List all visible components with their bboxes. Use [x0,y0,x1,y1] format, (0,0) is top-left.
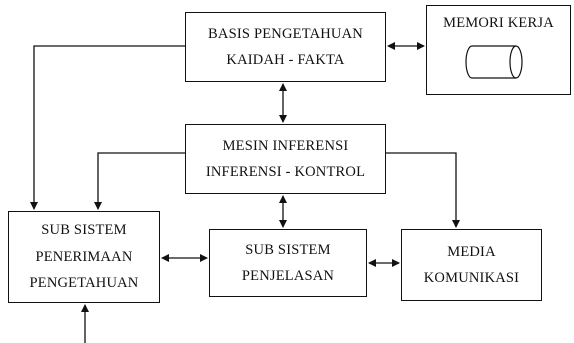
box-label-line: PENERIMAAN [35,248,133,265]
box-label-line: SUB SISTEM [245,241,331,258]
connector-basis-penerimaan [30,45,185,210]
box-memori-kerja: MEMORI KERJA [426,5,571,95]
box-label-line: MESIN INFERENSI [222,137,349,154]
connector-mesin-penerimaan [94,152,185,210]
box-label-line: PENGETAHUAN [29,275,139,292]
box-label-line: KOMUNIKASI [423,270,520,286]
box-mesin-inferensi: MESIN INFERENSI INFERENSI - KONTROL [185,124,386,194]
box-label-line: SUB SISTEM [41,222,127,239]
box-sub-sistem-penjelasan: SUB SISTEM PENJELASAN [209,229,367,297]
box-label-line: PENJELASAN [241,268,335,284]
box-sub-sistem-penerimaan: SUB SISTEM PENERIMAAN PENGETAHUAN [8,211,160,303]
cylinder-icon [465,45,523,79]
box-label-line: BASIS PENGETAHUAN [208,25,363,42]
box-label-line: KAIDAH - FAKTA [226,52,345,68]
box-label-line: MEMORI KERJA [443,15,554,31]
connector-mesin-media [386,152,460,228]
box-label-line: INFERENSI - KONTROL [205,164,366,180]
box-label-line: MEDIA [447,243,496,260]
box-basis-pengetahuan: BASIS PENGETAHUAN KAIDAH - FAKTA [185,12,386,82]
box-media-komunikasi: MEDIA KOMUNIKASI [401,229,542,301]
